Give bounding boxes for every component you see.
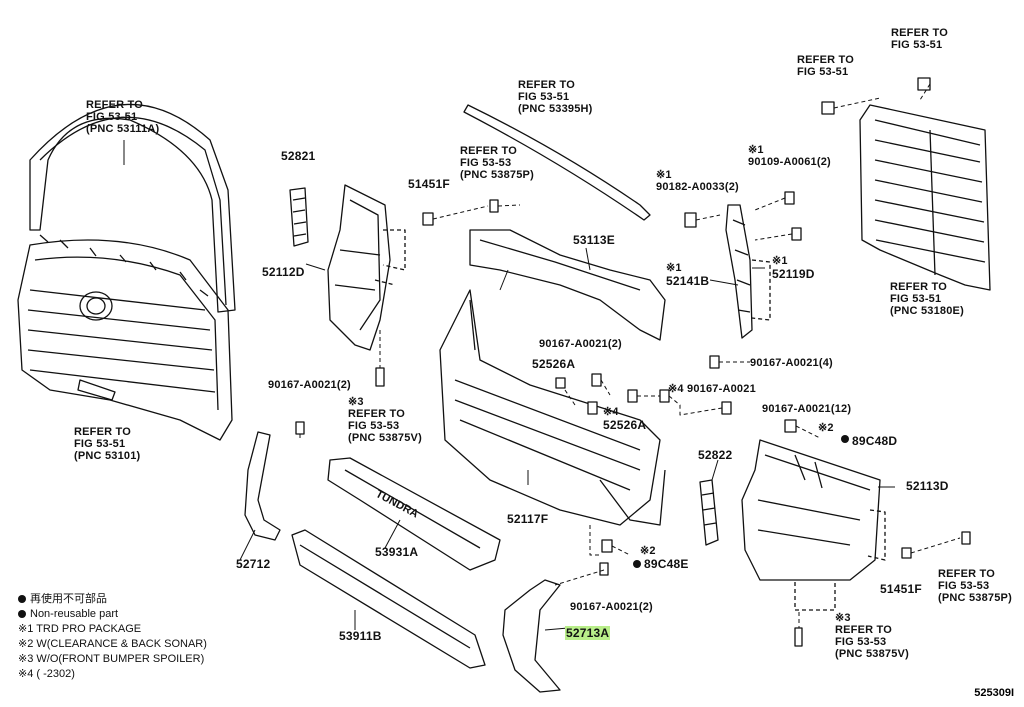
part-label-90167-A0021-2-a[interactable]: 90167-A0021(2) (539, 338, 622, 350)
part-label-90167-A0021-2-bottom[interactable]: 90167-A0021(2) (570, 601, 653, 613)
non-reusable-dot (841, 435, 849, 443)
part-label-52526A-a[interactable]: 52526A (532, 357, 576, 371)
legend-item: ※1 TRD PRO PACKAGE (18, 623, 142, 635)
highlighted-part-number[interactable]: 52713A (565, 626, 611, 640)
part-53911B-drawing (291, 529, 486, 669)
part-label-52113D[interactable]: 52113D (906, 479, 949, 493)
part-53931A-drawing (327, 457, 501, 571)
part-52713A-drawing (502, 579, 561, 693)
part-label-90167-A0021-4[interactable]: 90167-A0021(4) (750, 357, 833, 369)
part-52113D-drawing (741, 439, 881, 581)
non-reusable-dot-icon (18, 610, 26, 618)
top-molding-drawing (463, 104, 651, 221)
non-reusable-dot-icon (18, 595, 26, 603)
radiator-drawing (859, 104, 991, 291)
part-label-52713A[interactable]: 52713A (565, 626, 611, 640)
grille-top-molding-drawing (29, 103, 236, 313)
legend-item: 再使用不可部品 (18, 592, 207, 607)
figure-reference-number: 525309I (974, 687, 1014, 699)
part-label-52821[interactable]: 52821 (281, 149, 316, 163)
part-label-53113E[interactable]: 53113E (573, 233, 615, 247)
part-label-52112D[interactable]: 52112D (262, 265, 305, 279)
grille-drawing (17, 234, 233, 441)
non-reusable-dot (633, 560, 641, 568)
legend-item: ※3 W/O(FRONT BUMPER SPOILER) (18, 653, 205, 665)
part-label-51451F-right[interactable]: 51451F (880, 582, 922, 596)
part-label-90167-A0021-2-left[interactable]: 90167-A0021(2) (268, 379, 351, 391)
fastener-drawings (295, 77, 971, 647)
part-label-52822[interactable]: 52822 (698, 448, 733, 462)
part-52117F-drawing (439, 289, 666, 526)
part-52821-drawing (289, 187, 309, 247)
part-52822-drawing (699, 479, 719, 546)
part-52141B-drawing (725, 204, 753, 339)
part-label-52117F[interactable]: 52117F (507, 512, 549, 526)
part-52712-drawing (244, 431, 281, 541)
part-label-90167-A0021[interactable]: ※4 90167-A0021 (668, 383, 756, 395)
legend-item: ※4 ( -2302) (18, 668, 75, 680)
part-53113E-drawing (469, 229, 666, 341)
part-label-53911B[interactable]: 53911B (339, 629, 382, 643)
part-label-90167-A0021-12[interactable]: 90167-A0021(12) (762, 403, 852, 415)
legend-item: Non-reusable part (18, 607, 207, 622)
legend-item: ※2 W(CLEARANCE & BACK SONAR) (18, 638, 207, 650)
part-52112D-drawing (327, 184, 391, 351)
part-label-53931A[interactable]: 53931A (375, 545, 419, 559)
legend: 再使用不可部品 Non-reusable part ※1 TRD PRO PAC… (18, 592, 207, 682)
part-label-51451F-left[interactable]: 51451F (408, 177, 450, 191)
part-label-52712[interactable]: 52712 (236, 557, 271, 571)
